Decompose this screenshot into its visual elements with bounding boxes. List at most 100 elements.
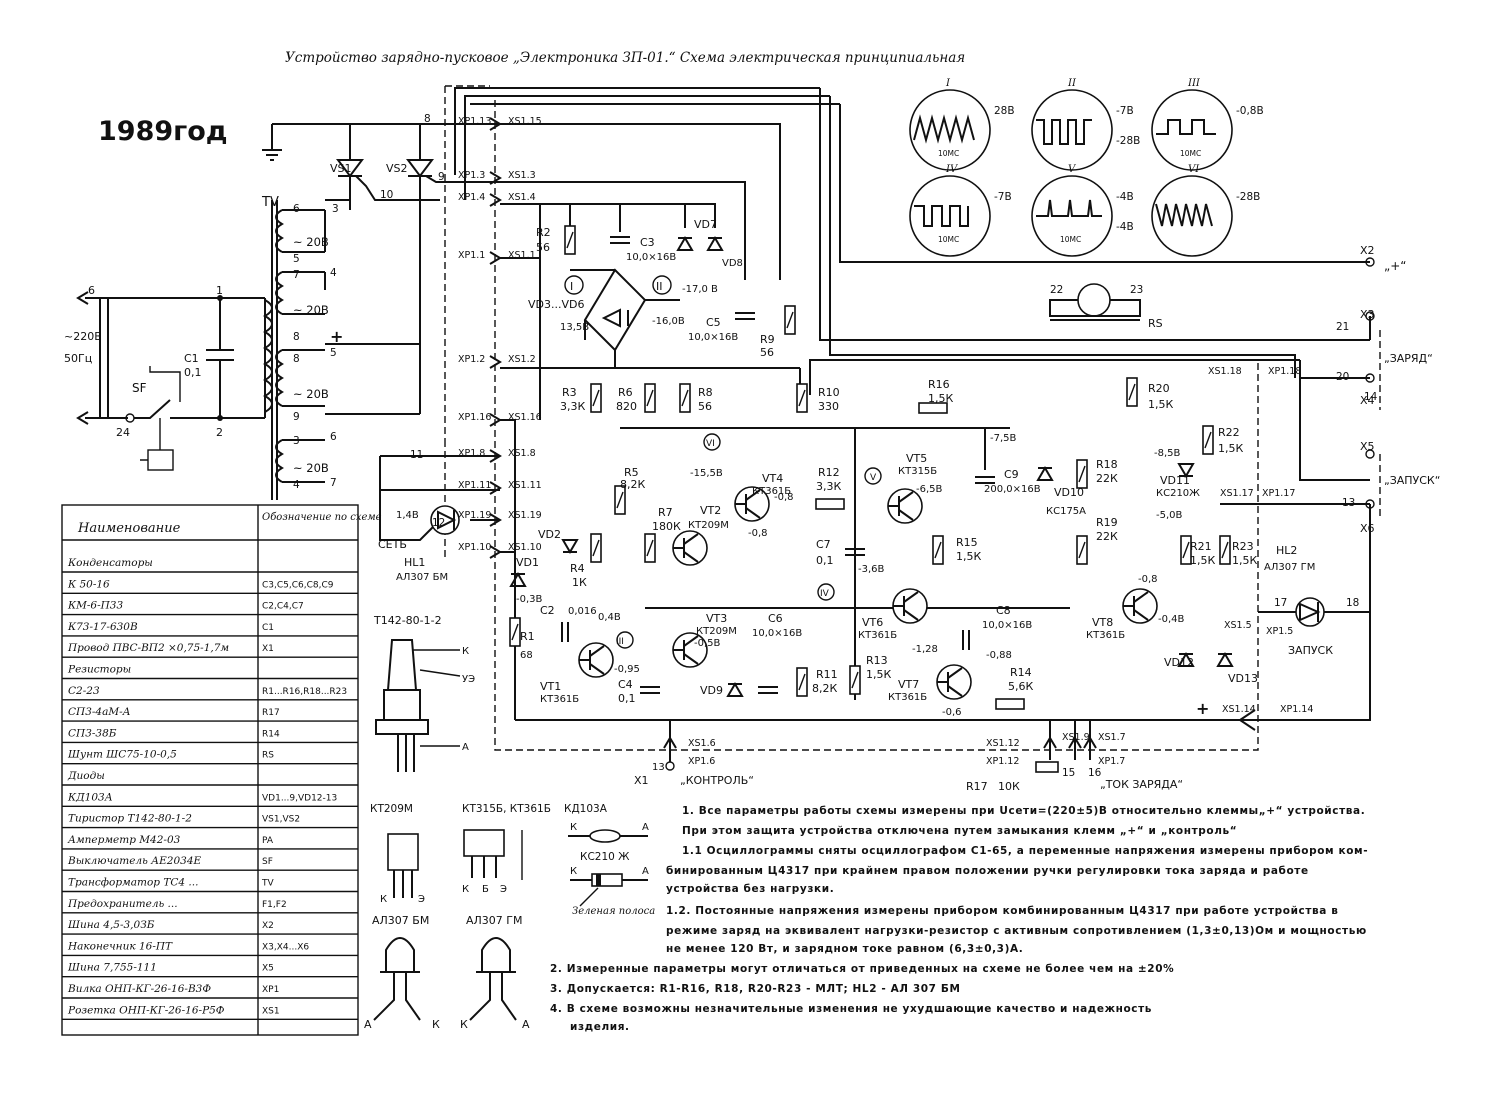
svg-text:0,016: 0,016 [568,606,597,617]
vs1-label: VS1 [330,162,352,175]
svg-text:XS1.4: XS1.4 [508,192,536,203]
table-row-designation: R17 [262,708,280,718]
note-3: 3. Допускается: R1-R16, R18, R20-R23 - М… [550,983,961,995]
svg-text:КТ361Б: КТ361Б [858,630,897,641]
svg-text:-15,5В: -15,5В [690,468,723,479]
oscillogram-screen [909,89,991,171]
mains-term-right: 1 [216,284,223,297]
connector-pin-2 [489,193,502,207]
svg-text:12: 12 [432,517,445,529]
capacitor-c8 [962,630,970,650]
note-1-1: 1.1 Осциллограммы сняты осциллографом С1… [682,845,1368,857]
test-point-iv [817,583,835,601]
svg-text:VT7: VT7 [898,678,919,691]
svg-text:„КОНТРОЛЬ“: „КОНТРОЛЬ“ [680,774,754,787]
svg-text:КС175А: КС175А [1046,506,1086,517]
table-row-designation: С2,С4,С7 [262,602,304,612]
thyristor-bridge: VS1 VS2 8 9 10 11 [262,113,500,461]
svg-text:А: А [642,822,649,833]
svg-text:XS1.14: XS1.14 [1222,704,1256,715]
test-point-v [864,467,882,485]
table-row-designation: R1...R16,R18...R23 [262,687,347,697]
svg-text:III: III [616,637,624,647]
svg-text:-0,6: -0,6 [942,707,962,718]
oscillogram-trace [1156,119,1216,135]
bottom-terminals: XS1.6 XP1.6 X1 13 „КОНТРОЛЬ“ XS1.12 XP1.… [634,720,1183,793]
svg-text:XP1.4: XP1.4 [458,192,485,203]
svg-text:К: К [462,646,469,657]
oscillogram-ii: II-7В-28В [1031,78,1140,171]
svg-text:XP1.14: XP1.14 [1280,704,1313,715]
oscillogram-id: I [945,78,951,89]
node-9: 9 [438,171,445,183]
svg-text:1,5К: 1,5К [1218,442,1243,455]
svg-text:-8,5В: -8,5В [1154,448,1181,459]
svg-text:XP1.13: XP1.13 [458,116,491,127]
svg-text:АЛ307 БМ: АЛ307 БМ [372,914,429,927]
svg-text:-1,28: -1,28 [912,644,938,655]
svg-text:X6: X6 [1360,522,1375,535]
svg-text:-0,8: -0,8 [1138,574,1158,585]
oscillogram-trace [914,205,969,227]
oscillogram-id: IV [945,164,959,175]
table-row-name: К 50-16 [67,578,110,590]
svg-text:„ЗАРЯД“: „ЗАРЯД“ [1384,352,1433,365]
svg-text:-0,8: -0,8 [748,528,768,539]
oscillogram-level-2: -4В [1116,221,1134,233]
capacitor-c7 [845,548,865,556]
c1-value: 0,1 [184,366,202,379]
diode-vd9 [726,682,744,697]
note-1-2c: не менее 120 Вт, и зарядном токе равном … [666,943,1023,955]
note-1: 1. Все параметры работы схемы измерены п… [682,805,1365,817]
svg-text:КТ315Б, КТ361Б: КТ315Б, КТ361Б [462,803,551,815]
tv-tap-5: 5 [330,347,337,359]
svg-text:VT6: VT6 [862,616,883,629]
svg-text:К: К [462,884,469,895]
svg-text:XP1.16: XP1.16 [458,412,491,423]
tv-pin-5: 5 [293,253,300,265]
svg-text:10К: 10К [998,780,1020,793]
svg-text:13: 13 [652,762,665,773]
tv-tap-4: 4 [330,267,337,279]
connector-pin-1 [489,171,502,185]
svg-text:22К: 22К [1096,530,1118,543]
oscillogram-panel: I28В10МСII-7В-28ВIII-0,8В10МСIV-7В10МСV-… [909,78,1264,257]
table-header-designation: Обозначение по схеме [262,512,382,523]
svg-text:C8: C8 [996,604,1011,617]
svg-text:X1: X1 [634,774,649,787]
svg-text:XP1.1: XP1.1 [458,250,485,261]
svg-text:R1: R1 [520,630,535,643]
svg-text:XS1.15: XS1.15 [508,116,542,127]
note-1b: При этом защита устройства отключена пут… [682,825,1237,837]
svg-text:R4: R4 [570,562,585,575]
svg-text:0,1: 0,1 [816,554,834,567]
capacitor-c4 [640,686,660,694]
svg-text:Б: Б [482,884,489,895]
svg-text:XP1.5: XP1.5 [1266,626,1293,637]
switch-sf-label: SF [132,381,147,395]
svg-text:R18: R18 [1096,458,1118,471]
svg-text:16: 16 [1088,767,1102,779]
parts-table: Наименование Обозначение по схеме Конден… [61,504,382,1036]
oscillogram-level: -7В [1116,105,1134,117]
oscillogram-level: 28В [994,105,1015,117]
diode-vd7 [676,236,694,251]
year-label: 1989год [98,116,228,147]
svg-text:XS1.16: XS1.16 [508,412,542,423]
tv-pin-4: 4 [293,479,300,491]
svg-text:V: V [870,473,877,483]
svg-text:XS1.7: XS1.7 [1098,732,1126,743]
transformer-tv: TV ~ 20В ~ 20В ~ 20В ~ 20В 6 5 7 8 8 9 3… [261,195,343,500]
test-point-iii [616,631,634,649]
table-row-name: Шина 4,5-3,0ЗБ [67,919,155,931]
svg-text:R9: R9 [760,333,775,346]
test-point-vi [703,433,721,451]
svg-text:1,5К: 1,5К [866,668,891,681]
table-row-designation: F1,F2 [262,900,287,910]
oscillogram-timebase: 10МС [1060,235,1081,244]
mains-node-2: 2 [216,426,223,439]
table-row-name: Шунт ШС75-10-0,5 [67,749,177,761]
note-1-1b: бинированным Ц4317 при крайнем правом по… [666,865,1309,877]
svg-text:R14: R14 [1010,666,1032,679]
